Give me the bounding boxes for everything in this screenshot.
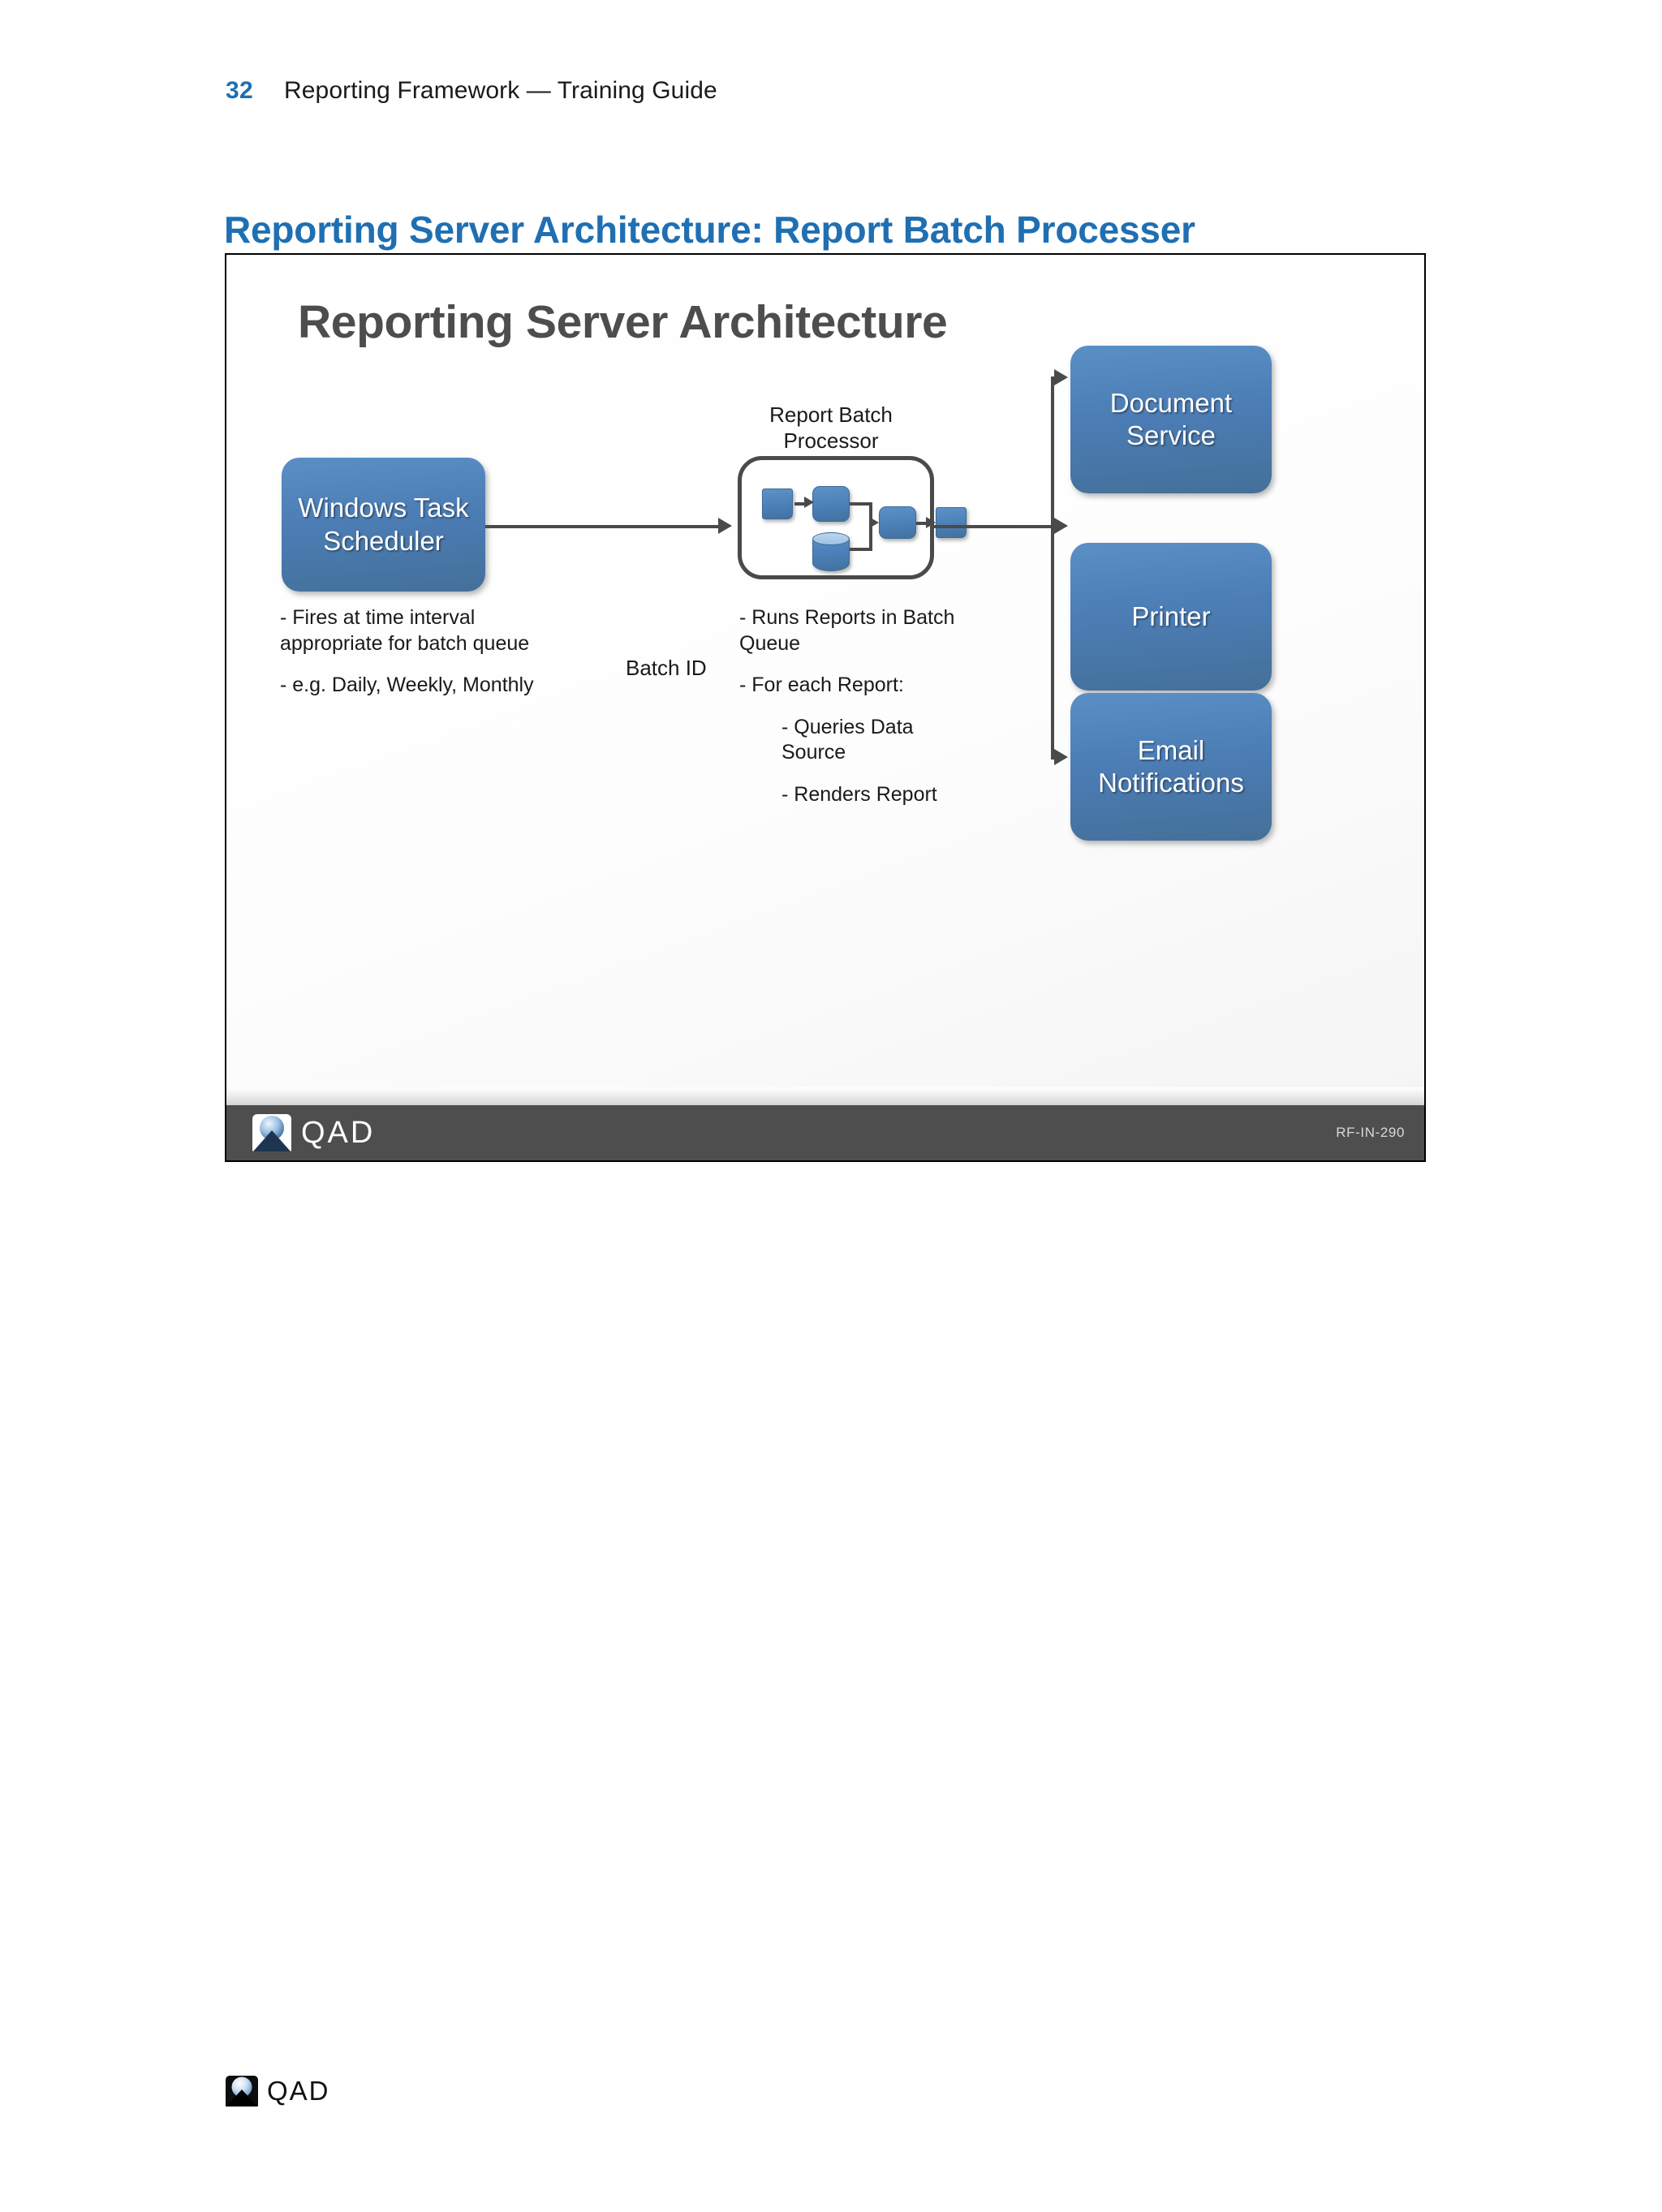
mini-shape-database-cylinder-top bbox=[812, 532, 850, 545]
mini-connector-cyl-junction bbox=[850, 548, 872, 551]
slide-code: RF-IN-290 bbox=[1336, 1125, 1405, 1140]
list-item: - e.g. Daily, Weekly, Monthly bbox=[280, 673, 534, 696]
list-item: - Fires at time interval appropriate for… bbox=[280, 606, 530, 655]
page-footer-brand: QAD bbox=[226, 2076, 330, 2107]
qad-logo-icon bbox=[226, 2076, 258, 2107]
mini-connector-b-junction bbox=[850, 502, 872, 506]
slide-footer: QAD RF-IN-290 bbox=[226, 1105, 1424, 1160]
arrow-to-printer bbox=[1054, 518, 1068, 534]
slide-sheen bbox=[226, 1087, 1424, 1105]
edge-label-batch-id: Batch ID bbox=[626, 656, 707, 680]
list-item: - Queries Data Source bbox=[781, 715, 914, 764]
slide-brand-lockup: QAD bbox=[252, 1114, 375, 1151]
processor-bullets: - Runs Reports in Batch Queue - For each… bbox=[739, 605, 983, 807]
connector-processor-out bbox=[934, 525, 1054, 528]
list-item: - Renders Report bbox=[781, 782, 937, 806]
arrow-to-email-notifications bbox=[1054, 749, 1068, 765]
mini-arrow-c-d bbox=[926, 517, 936, 528]
qad-wordmark: QAD bbox=[301, 1115, 376, 1150]
arrow-scheduler-to-processor bbox=[718, 518, 732, 534]
qad-logo-icon bbox=[252, 1114, 291, 1151]
list-item: - For each Report: bbox=[739, 673, 904, 696]
mini-shape-process-2 bbox=[879, 506, 916, 539]
node-windows-task-scheduler: Windows Task Scheduler bbox=[282, 458, 485, 592]
label-report-batch-processor: Report Batch Processor bbox=[769, 402, 893, 453]
mini-connector-a-b bbox=[794, 502, 807, 506]
scheduler-bullets: - Fires at time interval appropriate for… bbox=[280, 605, 548, 699]
page-header: 32 Reporting Framework — Training Guide bbox=[226, 77, 717, 105]
list-item: - Runs Reports in Batch Queue bbox=[739, 606, 955, 655]
connector-scheduler-to-processor bbox=[485, 525, 722, 528]
page-number: 32 bbox=[226, 77, 253, 104]
running-head: Reporting Framework — Training Guide bbox=[283, 77, 717, 104]
slide-title: Reporting Server Architecture bbox=[298, 296, 948, 348]
mini-shape-input bbox=[762, 488, 793, 519]
slide-figure: Reporting Server Architecture Document S… bbox=[225, 253, 1426, 1162]
mini-connector-c-d bbox=[916, 522, 928, 525]
mini-shape-output bbox=[936, 507, 967, 538]
connector-fanout-spine bbox=[1051, 377, 1054, 758]
node-document-service: Document Service bbox=[1070, 346, 1272, 493]
mini-arrow-junction-c bbox=[869, 517, 879, 528]
section-heading: Reporting Server Architecture: Report Ba… bbox=[224, 208, 1195, 251]
slide-canvas: Reporting Server Architecture Document S… bbox=[226, 255, 1424, 1160]
arrow-to-document-service bbox=[1054, 369, 1068, 385]
mini-shape-process-1 bbox=[812, 486, 850, 522]
mini-arrow-a-b bbox=[804, 497, 814, 508]
node-printer: Printer bbox=[1070, 543, 1272, 691]
node-email-notifications: Email Notifications bbox=[1070, 693, 1272, 841]
qad-wordmark: QAD bbox=[267, 2076, 330, 2106]
